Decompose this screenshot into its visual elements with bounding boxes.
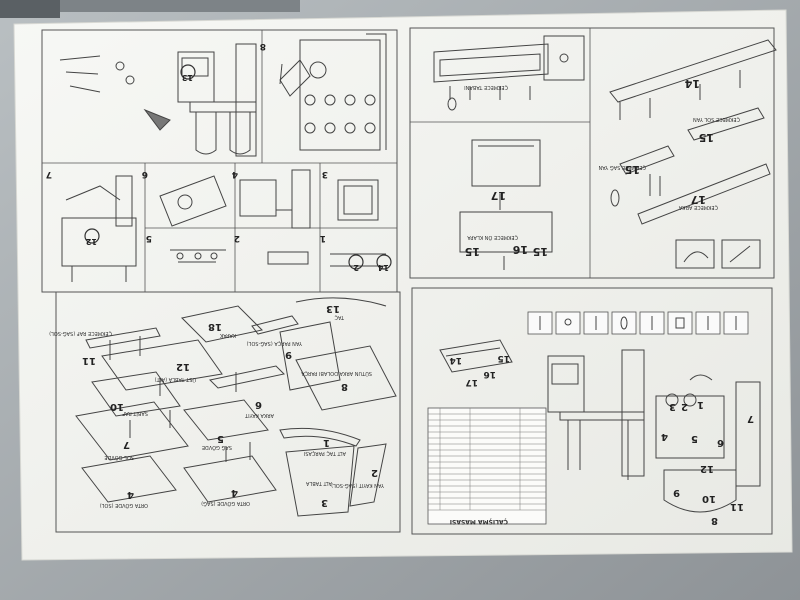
part-number: 8 — [341, 381, 348, 392]
callout-number: 15 — [625, 163, 640, 176]
callout-number: 3 — [669, 401, 676, 412]
part-label: ÇEKMECE SAĞ YAN — [598, 164, 646, 171]
drawer-sketch — [439, 339, 513, 373]
panel-bottom-right: 14 15 16 17 — [411, 287, 773, 535]
parts-list-table: ÇALIŞMA MASASI — [427, 407, 547, 525]
parts-exploded — [75, 297, 397, 517]
callout-number: 8 — [711, 515, 718, 526]
step-number: 5 — [146, 233, 152, 243]
step-number: 6 — [142, 169, 148, 179]
callout-number: 17 — [691, 193, 706, 206]
part-name: SABİT RAF — [122, 410, 148, 417]
callout-number: 16 — [512, 243, 528, 256]
callout-number: 14 — [377, 263, 389, 272]
part-number: 11 — [82, 355, 96, 366]
step-number: 3 — [322, 169, 328, 179]
callout-number: 14 — [449, 355, 462, 365]
panel-bottom-left: 18 KAPAK 13 TAÇ 11 ÇEKMECE RAF (SAĞ-SOL)… — [49, 291, 401, 533]
callout-number: 15 — [699, 131, 714, 144]
desk-sketch — [547, 349, 645, 480]
dark-object-top-left — [0, 0, 60, 18]
part-name: ALT TAÇ PARÇASI — [304, 450, 346, 456]
part-number: 6 — [255, 399, 262, 410]
callout-number: 4 — [661, 431, 668, 442]
callout-number: 17 — [465, 377, 478, 387]
part-number: 18 — [208, 321, 222, 332]
part-name: TAÇ — [334, 314, 345, 320]
step-number: 8 — [260, 41, 266, 51]
part-name: YAN PARÇA (SAĞ-SOL) — [247, 340, 303, 347]
step-number: 4 — [232, 169, 238, 179]
callout-number: 17 — [491, 189, 506, 202]
callout-number: 2 — [681, 401, 688, 412]
part-name: SAĞ GÖVDE — [202, 444, 232, 451]
callout-number: 5 — [691, 433, 698, 444]
part-name: ALT TABLA — [305, 480, 332, 486]
callout-number: 14 — [684, 77, 700, 90]
part-name: YAN KAYIT (SAĞ-SOL) — [331, 482, 385, 489]
part-number: 7 — [123, 439, 130, 450]
panel-top-left: 8 7 6 5 4 3 2 1 13 — [41, 29, 398, 293]
part-name: SÜTUN ARKA DOLABI PARÇA — [301, 370, 372, 377]
part-label: ÇEKMECE TABANI — [464, 84, 508, 90]
callout-number: 13 — [182, 73, 193, 82]
step-number: 7 — [46, 169, 52, 179]
drawer-drawings — [433, 35, 777, 270]
step-number: 2 — [234, 233, 240, 243]
part-label: ÇEKMECE SOL YAN — [693, 116, 740, 122]
panel-top-right: ÇEKMECE TABANI ÇEKMECE ÖN KLAPA ÇEKMECE … — [409, 27, 777, 279]
part-name: ORTA GÖVDE (SOL) — [100, 502, 148, 509]
part-number: 5 — [217, 433, 224, 444]
step-drawings — [61, 169, 386, 282]
part-name: ORTA GÖVDE (SAĞ) — [201, 500, 250, 507]
callout-number: 15 — [497, 353, 510, 363]
part-name: ÜST TABLA (ALT) — [155, 376, 196, 383]
part-number: 12 — [176, 361, 190, 372]
part-name: ÇEKMECE RAF (SAĞ-SOL) — [49, 330, 112, 337]
callout-number: 12 — [86, 237, 97, 246]
callout-number: 15 — [533, 245, 548, 258]
callout-number: 12 — [700, 463, 714, 474]
desk-drawing — [59, 43, 257, 157]
part-number: 1 — [323, 437, 330, 448]
callout-number: 1 — [697, 399, 704, 410]
panel-drawing — [279, 33, 387, 151]
part-label: ÇEKMECE ÖN KLAPA — [467, 234, 518, 241]
callout-number: 6 — [717, 437, 724, 448]
part-number: 10 — [110, 401, 124, 412]
hardware-glyphs — [539, 316, 737, 330]
callout-number: 10 — [702, 493, 716, 504]
part-name: ARKA KAYIT — [244, 412, 274, 418]
part-number: 13 — [326, 303, 340, 314]
callout-number: 2 — [353, 263, 359, 272]
part-number: 2 — [371, 467, 378, 478]
assembly-sketch — [655, 374, 761, 513]
callout-number: 15 — [465, 245, 480, 258]
callout-number: 7 — [747, 413, 754, 424]
part-number: 3 — [321, 497, 328, 508]
instruction-sheet: 8 7 6 5 4 3 2 1 13 — [13, 9, 793, 561]
part-name: SOL GÖVDE — [104, 454, 134, 461]
step-number: 1 — [320, 233, 326, 243]
callout-number: 16 — [483, 369, 496, 379]
hardware-row — [527, 311, 749, 335]
part-label: ÇEKMECE ARKA — [678, 204, 718, 210]
part-name: KAPAK — [219, 332, 236, 338]
part-number: 4 — [127, 489, 134, 500]
table-title: ÇALIŞMA MASASI — [450, 518, 508, 525]
callout-number: 9 — [673, 487, 680, 498]
part-number: 9 — [285, 349, 292, 360]
callout-number: 11 — [730, 501, 744, 512]
part-number: 4 — [231, 487, 238, 498]
dark-object-top — [60, 0, 300, 12]
